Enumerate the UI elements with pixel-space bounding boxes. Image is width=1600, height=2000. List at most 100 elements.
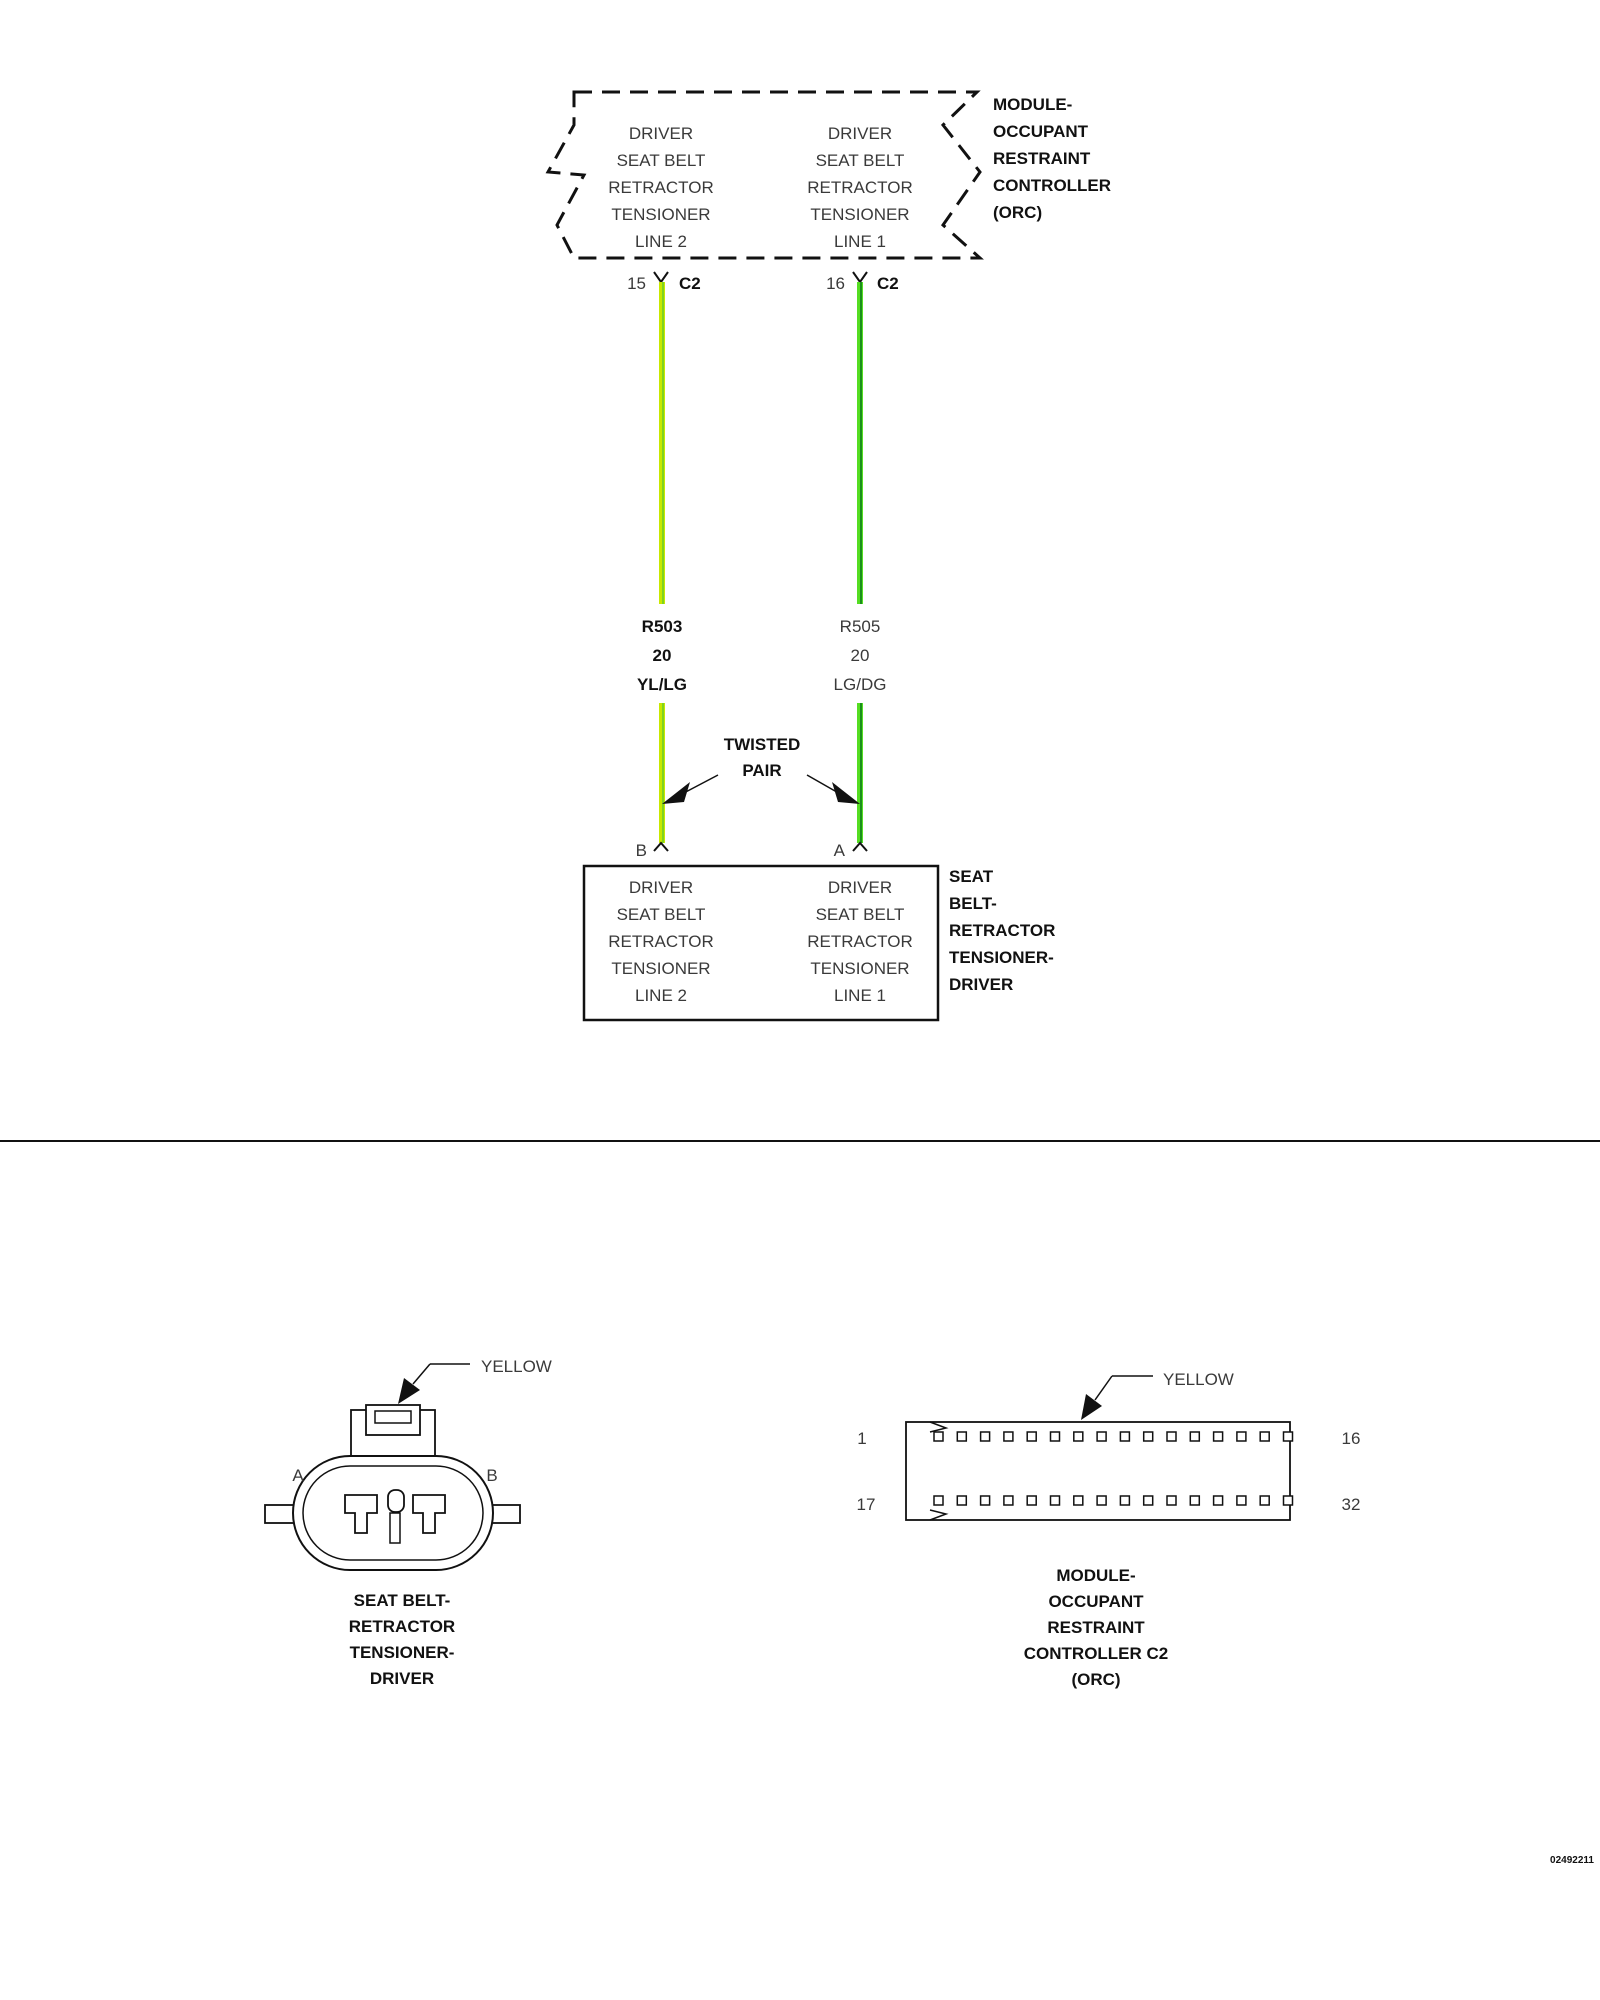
pin-cavity xyxy=(1049,1431,1061,1442)
svg-text:RETRACTOR: RETRACTOR xyxy=(949,921,1055,940)
tensioner-line1-label: DRIVER SEAT BELT RETRACTOR TENSIONER LIN… xyxy=(807,878,912,1005)
svg-text:B: B xyxy=(636,841,647,860)
wire-r503 xyxy=(659,282,665,843)
wire-r505 xyxy=(857,282,863,843)
svg-text:15: 15 xyxy=(627,274,646,293)
svg-text:LINE 2: LINE 2 xyxy=(635,232,687,251)
pin-cavity xyxy=(1236,1431,1247,1442)
pin-cavity xyxy=(1049,1495,1061,1506)
svg-text:SEAT BELT-: SEAT BELT- xyxy=(354,1591,451,1610)
svg-text:YELLOW: YELLOW xyxy=(481,1357,552,1376)
pin-cavity xyxy=(1259,1431,1270,1442)
pin-cavity xyxy=(1282,1431,1294,1442)
pin-cavity xyxy=(1166,1495,1177,1506)
svg-text:32: 32 xyxy=(1342,1495,1361,1514)
svg-text:LG/DG: LG/DG xyxy=(834,675,887,694)
svg-text:SEAT BELT: SEAT BELT xyxy=(617,151,706,170)
orc-line2-label: DRIVER SEAT BELT RETRACTOR TENSIONER LIN… xyxy=(608,124,713,251)
orc-line1-label: DRIVER SEAT BELT RETRACTOR TENSIONER LIN… xyxy=(807,124,912,251)
wire-r505-label: R505 20 LG/DG xyxy=(834,617,887,694)
pin-cavity xyxy=(1026,1495,1037,1506)
svg-text:1: 1 xyxy=(857,1429,866,1448)
svg-text:(ORC): (ORC) xyxy=(1071,1670,1120,1689)
svg-text:RETRACTOR: RETRACTOR xyxy=(608,932,713,951)
svg-text:TENSIONER: TENSIONER xyxy=(611,959,710,978)
svg-text:TENSIONER-: TENSIONER- xyxy=(949,948,1054,967)
pin-cavity xyxy=(956,1495,968,1506)
svg-text:TENSIONER: TENSIONER xyxy=(810,959,909,978)
pin-cavity xyxy=(1003,1495,1014,1506)
pin-cavity xyxy=(1189,1495,1201,1506)
svg-text:C2: C2 xyxy=(679,274,701,293)
pin-cavity xyxy=(1212,1495,1224,1506)
pin-cavity xyxy=(1119,1431,1131,1442)
terminal-a xyxy=(344,1494,378,1534)
pin-cavity xyxy=(1026,1431,1037,1442)
svg-text:BELT-: BELT- xyxy=(949,894,997,913)
tensioner-connector-view: YELLOW A B SEAT BELT- RETRACTOR TENSIONE… xyxy=(264,1357,552,1688)
svg-text:B: B xyxy=(486,1466,497,1485)
svg-text:DRIVER: DRIVER xyxy=(828,124,892,143)
wire-r503-label: R503 20 YL/LG xyxy=(637,617,687,694)
svg-text:R505: R505 xyxy=(840,617,881,636)
pin-cavity xyxy=(1142,1495,1154,1506)
svg-text:16: 16 xyxy=(1342,1429,1361,1448)
svg-text:OCCUPANT: OCCUPANT xyxy=(1048,1592,1144,1611)
pin-cavity xyxy=(1282,1495,1294,1506)
svg-text:YL/LG: YL/LG xyxy=(637,675,687,694)
orc-module-outline xyxy=(545,90,984,260)
svg-text:RESTRAINT: RESTRAINT xyxy=(993,149,1091,168)
pin-cavity xyxy=(1142,1431,1154,1442)
svg-text:MODULE-: MODULE- xyxy=(993,95,1072,114)
pin-cavity xyxy=(1096,1495,1107,1506)
twisted-pair-annotation: TWISTED PAIR xyxy=(662,735,860,804)
svg-text:LINE 1: LINE 1 xyxy=(834,232,886,251)
pin-cavity xyxy=(933,1495,944,1506)
svg-text:DRIVER: DRIVER xyxy=(629,878,693,897)
svg-text:LINE 1: LINE 1 xyxy=(834,986,886,1005)
svg-text:17: 17 xyxy=(857,1495,876,1514)
pin-cavity xyxy=(1259,1495,1270,1506)
svg-text:(ORC): (ORC) xyxy=(993,203,1042,222)
terminal-b xyxy=(412,1494,446,1534)
svg-text:DRIVER: DRIVER xyxy=(629,124,693,143)
svg-text:LINE 2: LINE 2 xyxy=(635,986,687,1005)
tensioner-pin-b: B xyxy=(636,841,669,860)
tensioner-module: DRIVER SEAT BELT RETRACTOR TENSIONER LIN… xyxy=(582,864,1055,1022)
pin-cavity xyxy=(1212,1431,1224,1442)
svg-text:A: A xyxy=(834,841,846,860)
svg-text:20: 20 xyxy=(653,646,672,665)
svg-text:DRIVER: DRIVER xyxy=(828,878,892,897)
svg-text:DRIVER: DRIVER xyxy=(949,975,1013,994)
svg-text:DRIVER: DRIVER xyxy=(370,1669,434,1688)
svg-text:TENSIONER: TENSIONER xyxy=(810,205,909,224)
arrow-left-icon xyxy=(662,782,690,804)
tensioner-module-outline xyxy=(582,864,940,1022)
svg-text:C2: C2 xyxy=(877,274,899,293)
svg-text:SEAT BELT: SEAT BELT xyxy=(816,151,905,170)
pin-cavity xyxy=(1096,1431,1107,1442)
svg-text:RESTRAINT: RESTRAINT xyxy=(1047,1618,1145,1637)
svg-text:TENSIONER: TENSIONER xyxy=(611,205,710,224)
svg-text:SEAT BELT: SEAT BELT xyxy=(816,905,905,924)
arrow-down-icon xyxy=(1081,1394,1102,1420)
orc-connector-view: YELLOW 1 16 17 32 MODULE- OCCUPANT RESTR… xyxy=(857,1370,1361,1689)
svg-text:RETRACTOR: RETRACTOR xyxy=(349,1617,455,1636)
svg-text:SEAT BELT: SEAT BELT xyxy=(617,905,706,924)
orc-module-name: MODULE- OCCUPANT RESTRAINT CONTROLLER (O… xyxy=(993,95,1111,222)
svg-text:16: 16 xyxy=(826,274,845,293)
pin-cavity xyxy=(979,1431,991,1442)
svg-text:20: 20 xyxy=(851,646,870,665)
svg-text:CONTROLLER C2: CONTROLLER C2 xyxy=(1024,1644,1169,1663)
tensioner-module-name: SEAT BELT- RETRACTOR TENSIONER- DRIVER xyxy=(949,867,1055,994)
tensioner-line2-label: DRIVER SEAT BELT RETRACTOR TENSIONER LIN… xyxy=(608,878,713,1005)
pin-cavity xyxy=(1236,1495,1247,1506)
pin-cavity xyxy=(979,1495,991,1506)
svg-text:SEAT: SEAT xyxy=(949,867,994,886)
svg-text:R503: R503 xyxy=(642,617,683,636)
arrow-down-icon xyxy=(398,1378,420,1404)
svg-text:PAIR: PAIR xyxy=(742,761,781,780)
svg-text:RETRACTOR: RETRACTOR xyxy=(608,178,713,197)
svg-text:OCCUPANT: OCCUPANT xyxy=(993,122,1089,141)
